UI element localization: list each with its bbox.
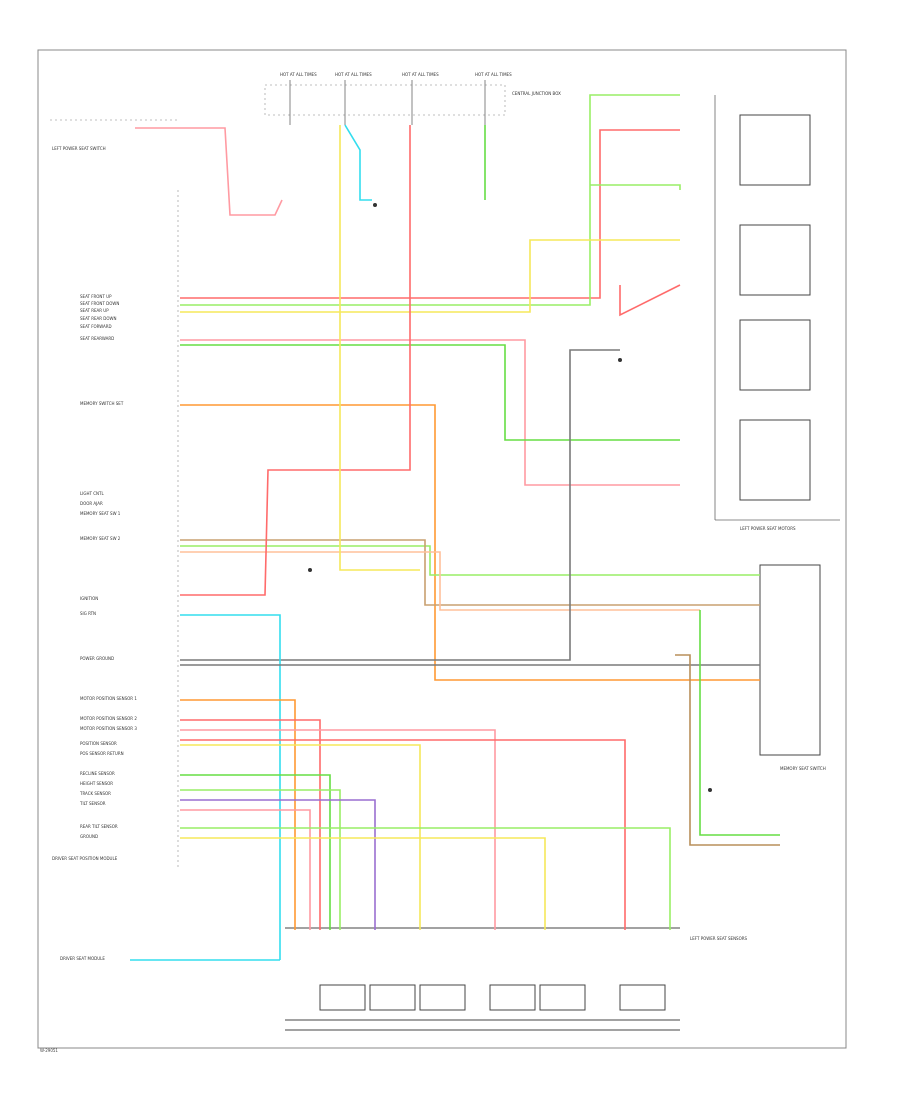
motors-label: LEFT POWER SEAT MOTORS xyxy=(740,526,796,531)
seat-motors: LEFT POWER SEAT MOTORS xyxy=(714,95,840,531)
pin-label: RECLINE SENSOR xyxy=(80,771,115,776)
pin-label: MOTOR POSITION SENSOR 3 xyxy=(80,726,137,731)
fuse-label-3: HOT AT ALL TIMES xyxy=(402,72,439,77)
fuse-label-4: HOT AT ALL TIMES xyxy=(475,72,512,77)
pin-label: MEMORY SEAT SW 1 xyxy=(80,511,121,516)
pin-label: SEAT REAR UP xyxy=(80,308,109,313)
pin-label: GROUND xyxy=(80,834,98,839)
pin-label: IGNITION xyxy=(80,596,98,601)
pin-label: LIGHT CNTL xyxy=(80,491,104,496)
sensors-label: LEFT POWER SEAT SENSORS xyxy=(690,936,748,941)
pin-label: REAR TILT SENSOR xyxy=(80,824,118,829)
pin-label: TRACK SENSOR xyxy=(79,791,111,796)
switch-symbols xyxy=(308,203,712,792)
pin-label: DOOR AJAR xyxy=(80,501,103,506)
wires xyxy=(130,94,780,961)
pin-label: MEMORY SEAT SW 2 xyxy=(80,536,121,541)
fuse-block: HOT AT ALL TIMES HOT AT ALL TIMES HOT AT… xyxy=(264,72,561,125)
pin-label: TILT SENSOR xyxy=(79,801,106,806)
pin-labels: SEAT FRONT UP SEAT FRONT DOWN SEAT REAR UP… xyxy=(79,294,137,839)
bottom-module-label: DRIVER SEAT MODULE xyxy=(60,956,105,961)
pin-label: SEAT REAR DOWN xyxy=(80,316,116,321)
fuse-label-1: HOT AT ALL TIMES xyxy=(280,72,317,77)
fuse-label-2: HOT AT ALL TIMES xyxy=(335,72,372,77)
pin-label: MOTOR POSITION SENSOR 1 xyxy=(80,696,137,701)
pin-label: SEAT FRONT DOWN xyxy=(80,301,119,306)
module-label: DRIVER SEAT POSITION MODULE xyxy=(52,856,118,861)
pin-label: MEMORY SWITCH SET xyxy=(80,401,124,406)
memory-switch: MEMORY SEAT SWITCH xyxy=(759,564,826,771)
pin-label: POWER GROUND xyxy=(80,656,114,661)
footer-code: W-29051 xyxy=(40,1048,58,1053)
memory-switch-label: MEMORY SEAT SWITCH xyxy=(780,766,826,771)
pin-label: POS SENSOR RETURN xyxy=(80,751,124,756)
left-panel-label: LEFT POWER SEAT SWITCH xyxy=(52,146,106,151)
pin-label: SEAT REARWARD xyxy=(80,336,114,341)
sensor-harness: LEFT POWER SEAT SENSORS DRIVER SEAT MODU… xyxy=(60,927,748,1031)
pin-label: POSITION SENSOR xyxy=(80,741,117,746)
pin-label: SEAT FRONT UP xyxy=(80,294,112,299)
pin-label: HEIGHT SENSOR xyxy=(80,781,113,786)
pin-label: MOTOR POSITION SENSOR 2 xyxy=(80,716,137,721)
pin-label: SEAT FORWARD xyxy=(80,324,112,329)
pin-label: SIG RTN xyxy=(80,611,96,616)
fuse-panel-label: CENTRAL JUNCTION BOX xyxy=(512,91,561,96)
diagram-frame xyxy=(37,49,847,1049)
